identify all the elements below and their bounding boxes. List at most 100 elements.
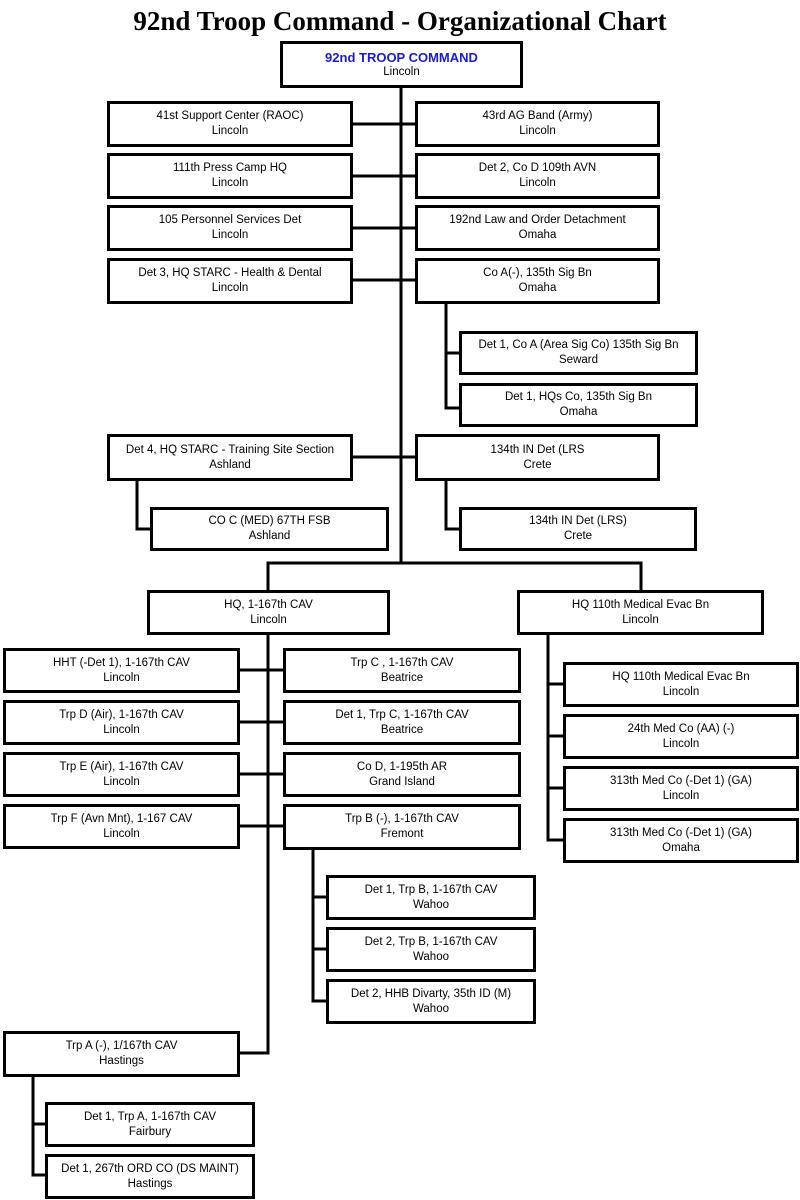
unit-box-trp-d: Trp D (Air), 1-167th CAV Lincoln bbox=[3, 700, 240, 745]
unit-name: Det 4, HQ STARC - Training Site Section bbox=[125, 443, 335, 456]
connector-trp-b bbox=[311, 848, 328, 1003]
unit-box-134th-in-det-a: 134th IN Det (LRS Crete bbox=[415, 434, 660, 481]
unit-name: 41st Support Center (RAOC) bbox=[156, 110, 304, 122]
unit-name: 24th Med Co (AA) (-) bbox=[627, 722, 735, 735]
unit-location: Wahoo bbox=[412, 1002, 449, 1015]
unit-location: Lincoln bbox=[662, 789, 700, 802]
unit-location: Omaha bbox=[662, 841, 700, 854]
unit-box-det1-267th-ord: Det 1, 267th ORD CO (DS MAINT) Hastings bbox=[45, 1154, 255, 1199]
unit-box-co-c-67th-fsb: CO C (MED) 67TH FSB Ashland bbox=[150, 507, 389, 551]
chart-title: 92nd Troop Command - Organizational Char… bbox=[133, 6, 667, 36]
connector-trp-a bbox=[31, 1075, 47, 1177]
unit-location: Ashland bbox=[248, 530, 291, 542]
connector-det4 bbox=[135, 479, 152, 531]
unit-location: Seward bbox=[559, 354, 598, 366]
unit-box-134th-in-det-b: 134th IN Det (LRS) Crete bbox=[459, 507, 697, 551]
unit-location: Lincoln bbox=[211, 177, 249, 189]
unit-location: Lincoln bbox=[103, 827, 140, 840]
unit-name: Trp E (Air), 1-167th CAV bbox=[59, 760, 184, 773]
unit-box-det3-hq-starc: Det 3, HQ STARC - Health & Dental Lincol… bbox=[107, 258, 353, 304]
unit-name: 134th IN Det (LRS bbox=[490, 443, 585, 456]
unit-location: Beatrice bbox=[380, 671, 424, 684]
unit-box-43rd-ag-band: 43rd AG Band (Army) Lincoln bbox=[415, 101, 660, 147]
unit-name: Det 3, HQ STARC - Health & Dental bbox=[138, 267, 322, 279]
unit-name: HQ 110th Medical Evac Bn bbox=[612, 670, 750, 683]
unit-box-hq-110th-medevac-sub: HQ 110th Medical Evac Bn Lincoln bbox=[563, 662, 799, 707]
unit-box-co-a-135th-sig: Co A(-), 135th Sig Bn Omaha bbox=[415, 258, 660, 304]
connector-medevac bbox=[546, 633, 565, 842]
unit-name: HQ, 1-167th CAV bbox=[224, 598, 313, 611]
connector-cav-right bbox=[266, 668, 285, 828]
unit-location: Lincoln bbox=[519, 177, 556, 189]
unit-name: HHT (-Det 1), 1-167th CAV bbox=[53, 656, 190, 669]
unit-location: Omaha bbox=[559, 406, 598, 418]
unit-box-192nd-law-order: 192nd Law and Order Detachment Omaha bbox=[415, 205, 660, 251]
unit-box-41st-support-center: 41st Support Center (RAOC) Lincoln bbox=[107, 101, 353, 147]
unit-location: Beatrice bbox=[380, 723, 424, 736]
unit-location: Lincoln bbox=[519, 125, 556, 137]
unit-location: Ashland bbox=[209, 458, 251, 471]
unit-name: 43rd AG Band (Army) bbox=[482, 110, 593, 122]
unit-location: Lincoln bbox=[211, 125, 249, 137]
connector-cav-left bbox=[238, 668, 270, 828]
unit-box-det2-hhb-divarty: Det 2, HHB Divarty, 35th ID (M) Wahoo bbox=[326, 979, 536, 1024]
unit-box-det2-co-d-avn: Det 2, Co D 109th AVN Lincoln bbox=[415, 153, 660, 199]
unit-box-24th-med-co: 24th Med Co (AA) (-) Lincoln bbox=[563, 714, 799, 759]
unit-location: Lincoln bbox=[662, 685, 700, 698]
unit-box-det2-trp-b: Det 2, Trp B, 1-167th CAV Wahoo bbox=[326, 927, 536, 972]
unit-box-hht: HHT (-Det 1), 1-167th CAV Lincoln bbox=[3, 648, 240, 693]
unit-name: 105 Personnel Services Det bbox=[158, 214, 302, 226]
unit-name: Trp D (Air), 1-167th CAV bbox=[59, 708, 184, 721]
unit-location: Lincoln bbox=[622, 613, 659, 626]
unit-box-det1-trp-b: Det 1, Trp B, 1-167th CAV Wahoo bbox=[326, 875, 536, 920]
unit-name: Det 1, HQs Co, 135th Sig Bn bbox=[504, 391, 653, 403]
unit-location: Hastings bbox=[99, 1055, 144, 1067]
unit-location: Lincoln bbox=[103, 671, 140, 684]
unit-name: Det 1, Trp B, 1-167th CAV bbox=[364, 883, 498, 896]
unit-name: Det 1, Trp C, 1-167th CAV bbox=[335, 708, 469, 721]
unit-name: 313th Med Co (-Det 1) (GA) bbox=[610, 774, 752, 787]
unit-box-trp-a: Trp A (-), 1/167th CAV Hastings bbox=[3, 1031, 240, 1077]
unit-box-trp-f: Trp F (Avn Mnt), 1-167 CAV Lincoln bbox=[3, 804, 240, 849]
unit-name: Trp F (Avn Mnt), 1-167 CAV bbox=[50, 812, 193, 825]
unit-box-det1-trp-a: Det 1, Trp A, 1-167th CAV Fairbury bbox=[45, 1102, 255, 1147]
unit-location: Lincoln bbox=[211, 229, 249, 241]
unit-box-111th-press-camp: 111th Press Camp HQ Lincoln bbox=[107, 153, 353, 199]
unit-location: Wahoo bbox=[412, 950, 449, 963]
unit-name: Det 2, HHB Divarty, 35th ID (M) bbox=[350, 987, 512, 1000]
unit-box-trp-c: Trp C , 1-167th CAV Beatrice bbox=[283, 648, 521, 693]
unit-location: Hastings bbox=[127, 1177, 173, 1190]
unit-name: CO C (MED) 67TH FSB bbox=[208, 515, 331, 527]
unit-box-det1-hqs-sig: Det 1, HQs Co, 135th Sig Bn Omaha bbox=[459, 383, 698, 427]
unit-name: Trp A (-), 1/167th CAV bbox=[65, 1040, 178, 1052]
unit-name: Trp C , 1-167th CAV bbox=[350, 656, 454, 669]
unit-name: Det 2, Co D 109th AVN bbox=[478, 162, 597, 174]
unit-location: Lincoln bbox=[103, 723, 140, 736]
unit-name: 192nd Law and Order Detachment bbox=[449, 214, 626, 226]
unit-box-det1-trp-c: Det 1, Trp C, 1-167th CAV Beatrice bbox=[283, 700, 521, 745]
unit-location: Wahoo bbox=[412, 898, 449, 911]
unit-name: 134th IN Det (LRS) bbox=[529, 515, 627, 527]
unit-name: Det 2, Trp B, 1-167th CAV bbox=[364, 935, 498, 948]
connector-in-det bbox=[444, 479, 461, 531]
unit-location: Fremont bbox=[380, 828, 424, 840]
unit-box-co-d-195th-ar: Co D, 1-195th AR Grand Island bbox=[283, 752, 521, 797]
unit-location: Crete bbox=[523, 458, 552, 471]
unit-name: Det 1, Co A (Area Sig Co) 135th Sig Bn bbox=[478, 339, 679, 351]
unit-location: Omaha bbox=[518, 282, 557, 294]
unit-box-92nd-troop-command: 92nd TROOP COMMAND Lincoln bbox=[280, 41, 523, 88]
unit-location: Omaha bbox=[518, 229, 557, 241]
connector-sig bbox=[444, 302, 461, 410]
unit-name: Det 1, 267th ORD CO (DS MAINT) bbox=[61, 1162, 239, 1175]
unit-name: 92nd TROOP COMMAND bbox=[325, 49, 478, 65]
unit-name: 111th Press Camp HQ bbox=[173, 162, 287, 174]
unit-box-trp-b: Trp B (-), 1-167th CAV Fremont bbox=[283, 804, 521, 850]
unit-location: Lincoln bbox=[383, 65, 420, 78]
unit-location: Lincoln bbox=[662, 737, 700, 750]
unit-box-trp-e: Trp E (Air), 1-167th CAV Lincoln bbox=[3, 752, 240, 797]
unit-location: Lincoln bbox=[103, 775, 140, 788]
unit-location: Fairbury bbox=[128, 1125, 172, 1138]
unit-name: Co D, 1-195th AR bbox=[356, 760, 448, 773]
unit-box-det4-hq-starc: Det 4, HQ STARC - Training Site Section … bbox=[107, 434, 353, 481]
